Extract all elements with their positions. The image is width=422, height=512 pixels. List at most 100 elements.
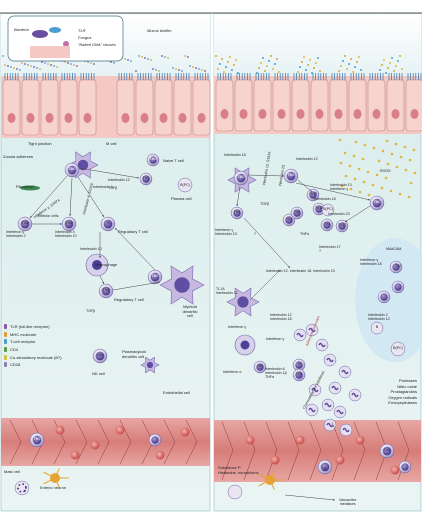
biofilm-particle [4,64,6,66]
bacteria-particle [278,71,280,73]
fibroblast [20,185,40,191]
arrow-th3-th0 [112,281,161,291]
neuron-process [54,477,60,488]
biofilm-particle [161,55,163,57]
b-right [370,321,384,335]
neutrophil-nucleus [324,402,332,408]
epithelial-nucleus [26,113,35,123]
arrow-r-th1-down-head [287,265,290,268]
biofilm-particle [7,65,9,67]
neutrophil-nucleus [326,357,334,363]
bacteria-particle [266,65,268,67]
bacteria-particle [317,57,319,59]
epithelial-cell [192,79,211,136]
biofilm-particle [189,65,191,67]
epithelial-cell [78,79,97,136]
biofilm-particle [113,62,115,64]
biofilm-particle [187,56,189,58]
label-r-tr2: Tr [323,467,327,471]
biofilm-particle [155,69,157,71]
th17-right-a-nucleus [309,191,317,199]
neuron-process [43,471,56,479]
label-r-b: B [375,325,379,329]
epithelial-cell [253,79,272,132]
bacteria-particle [274,63,276,65]
label-r-th0-3: Th0 [373,199,381,204]
label-r-il17-q: Interleukin 17 ? [319,245,341,254]
biofilm-particle [93,63,95,65]
bacteria-particle [379,69,381,71]
biofilm-particle [47,63,49,65]
label-tgfb-b: TGFβ [86,309,96,313]
bacteria-particle [352,154,356,158]
label-ifn-il2: Interferon γ Interleukin 2 [6,230,26,239]
th0-cell-nucleus [67,165,77,175]
bacteria-particle [223,71,225,73]
red-blood-cell [70,450,80,460]
label-plasmacytoid-dc: Plasmacytoid dendritic cell [122,349,146,359]
dendritic-cell-nucleus [77,159,89,171]
bacteria-particle [401,68,403,70]
bacteria-particle [256,72,258,74]
bacteria-particle [338,138,342,142]
bacteria-particle [307,64,309,66]
bacteria-particle [319,70,321,72]
label-nk: NK [97,352,103,357]
bacteria-particle [311,72,313,74]
label-th0-naive: Th0 [149,156,157,161]
label-r-th17-a: Th17 [308,192,318,196]
neutrophil-nucleus [351,392,359,398]
label-th0-b: Th0 [151,273,159,278]
red-blood-cell [90,440,100,450]
th1-effector-cell-nucleus [20,219,30,229]
label-r-ifn-il18: Interferon γ Interleukin 18 [360,258,382,267]
endothelial-junction [265,421,278,481]
biofilm-particle [195,67,197,69]
bacteria-particle [363,143,367,147]
neutrophil-nucleus [318,342,326,348]
label-il12-a: Interleukin 12 [108,178,130,182]
biofilm-particle [64,61,66,63]
tr-cell-nucleus [103,219,113,229]
label-r-tl1a: TL1A Interleukin 12 [216,287,238,296]
th3-right-nucleus [295,371,303,379]
biofilm-particle [36,67,38,69]
bacteria-particle [395,65,397,67]
biofilm-particle [130,60,132,62]
label-nk-cell: NK cell [92,371,105,376]
epithelial-nucleus [334,109,343,119]
label-r-tgfb: TGFβ [260,202,270,206]
bacteria-particle [344,174,348,178]
label-r-ifn-2: Interferon γ [266,337,285,341]
arrow-th0-th1 [29,175,68,219]
biofilm-particle [110,61,112,63]
legend-swatch-icon [4,354,7,360]
bacteria-particle [315,62,317,64]
neutrophil-nucleus [308,407,316,413]
bacteria-particle [350,58,352,60]
epithelial-cell [40,79,59,136]
bacteria-particle [221,58,223,60]
label-th3: Th3 [102,287,110,292]
bacteria-particle [403,145,407,149]
biofilm-particle [10,66,12,68]
label-r-il23-q: ? [254,232,256,236]
arrow-r-th0-th0-3-head [367,198,370,201]
label-r-th2-3: Th2 [383,448,391,452]
label-r-il12-il18: Interleukin 12, Interleukin 18, Interleu… [266,269,335,273]
epithelial-nucleus [220,109,229,119]
bacteria-particle [372,146,376,150]
arrow-th0-th2-head [69,213,71,216]
arrow-r-th0-th0 [247,174,285,177]
biofilm-particle [150,59,152,61]
neuron-process [269,470,275,481]
legend-item: T-cell receptor [4,338,94,346]
biofilm-particle [70,63,72,65]
epithelial-nucleus [121,113,130,123]
label-r-th1-2: Th1 [285,217,293,221]
neuron-process [258,473,271,481]
epithelial-nucleus [372,109,381,119]
b-pc-right [321,203,335,217]
bacterium [32,30,48,38]
bacteria-particle [338,70,340,72]
